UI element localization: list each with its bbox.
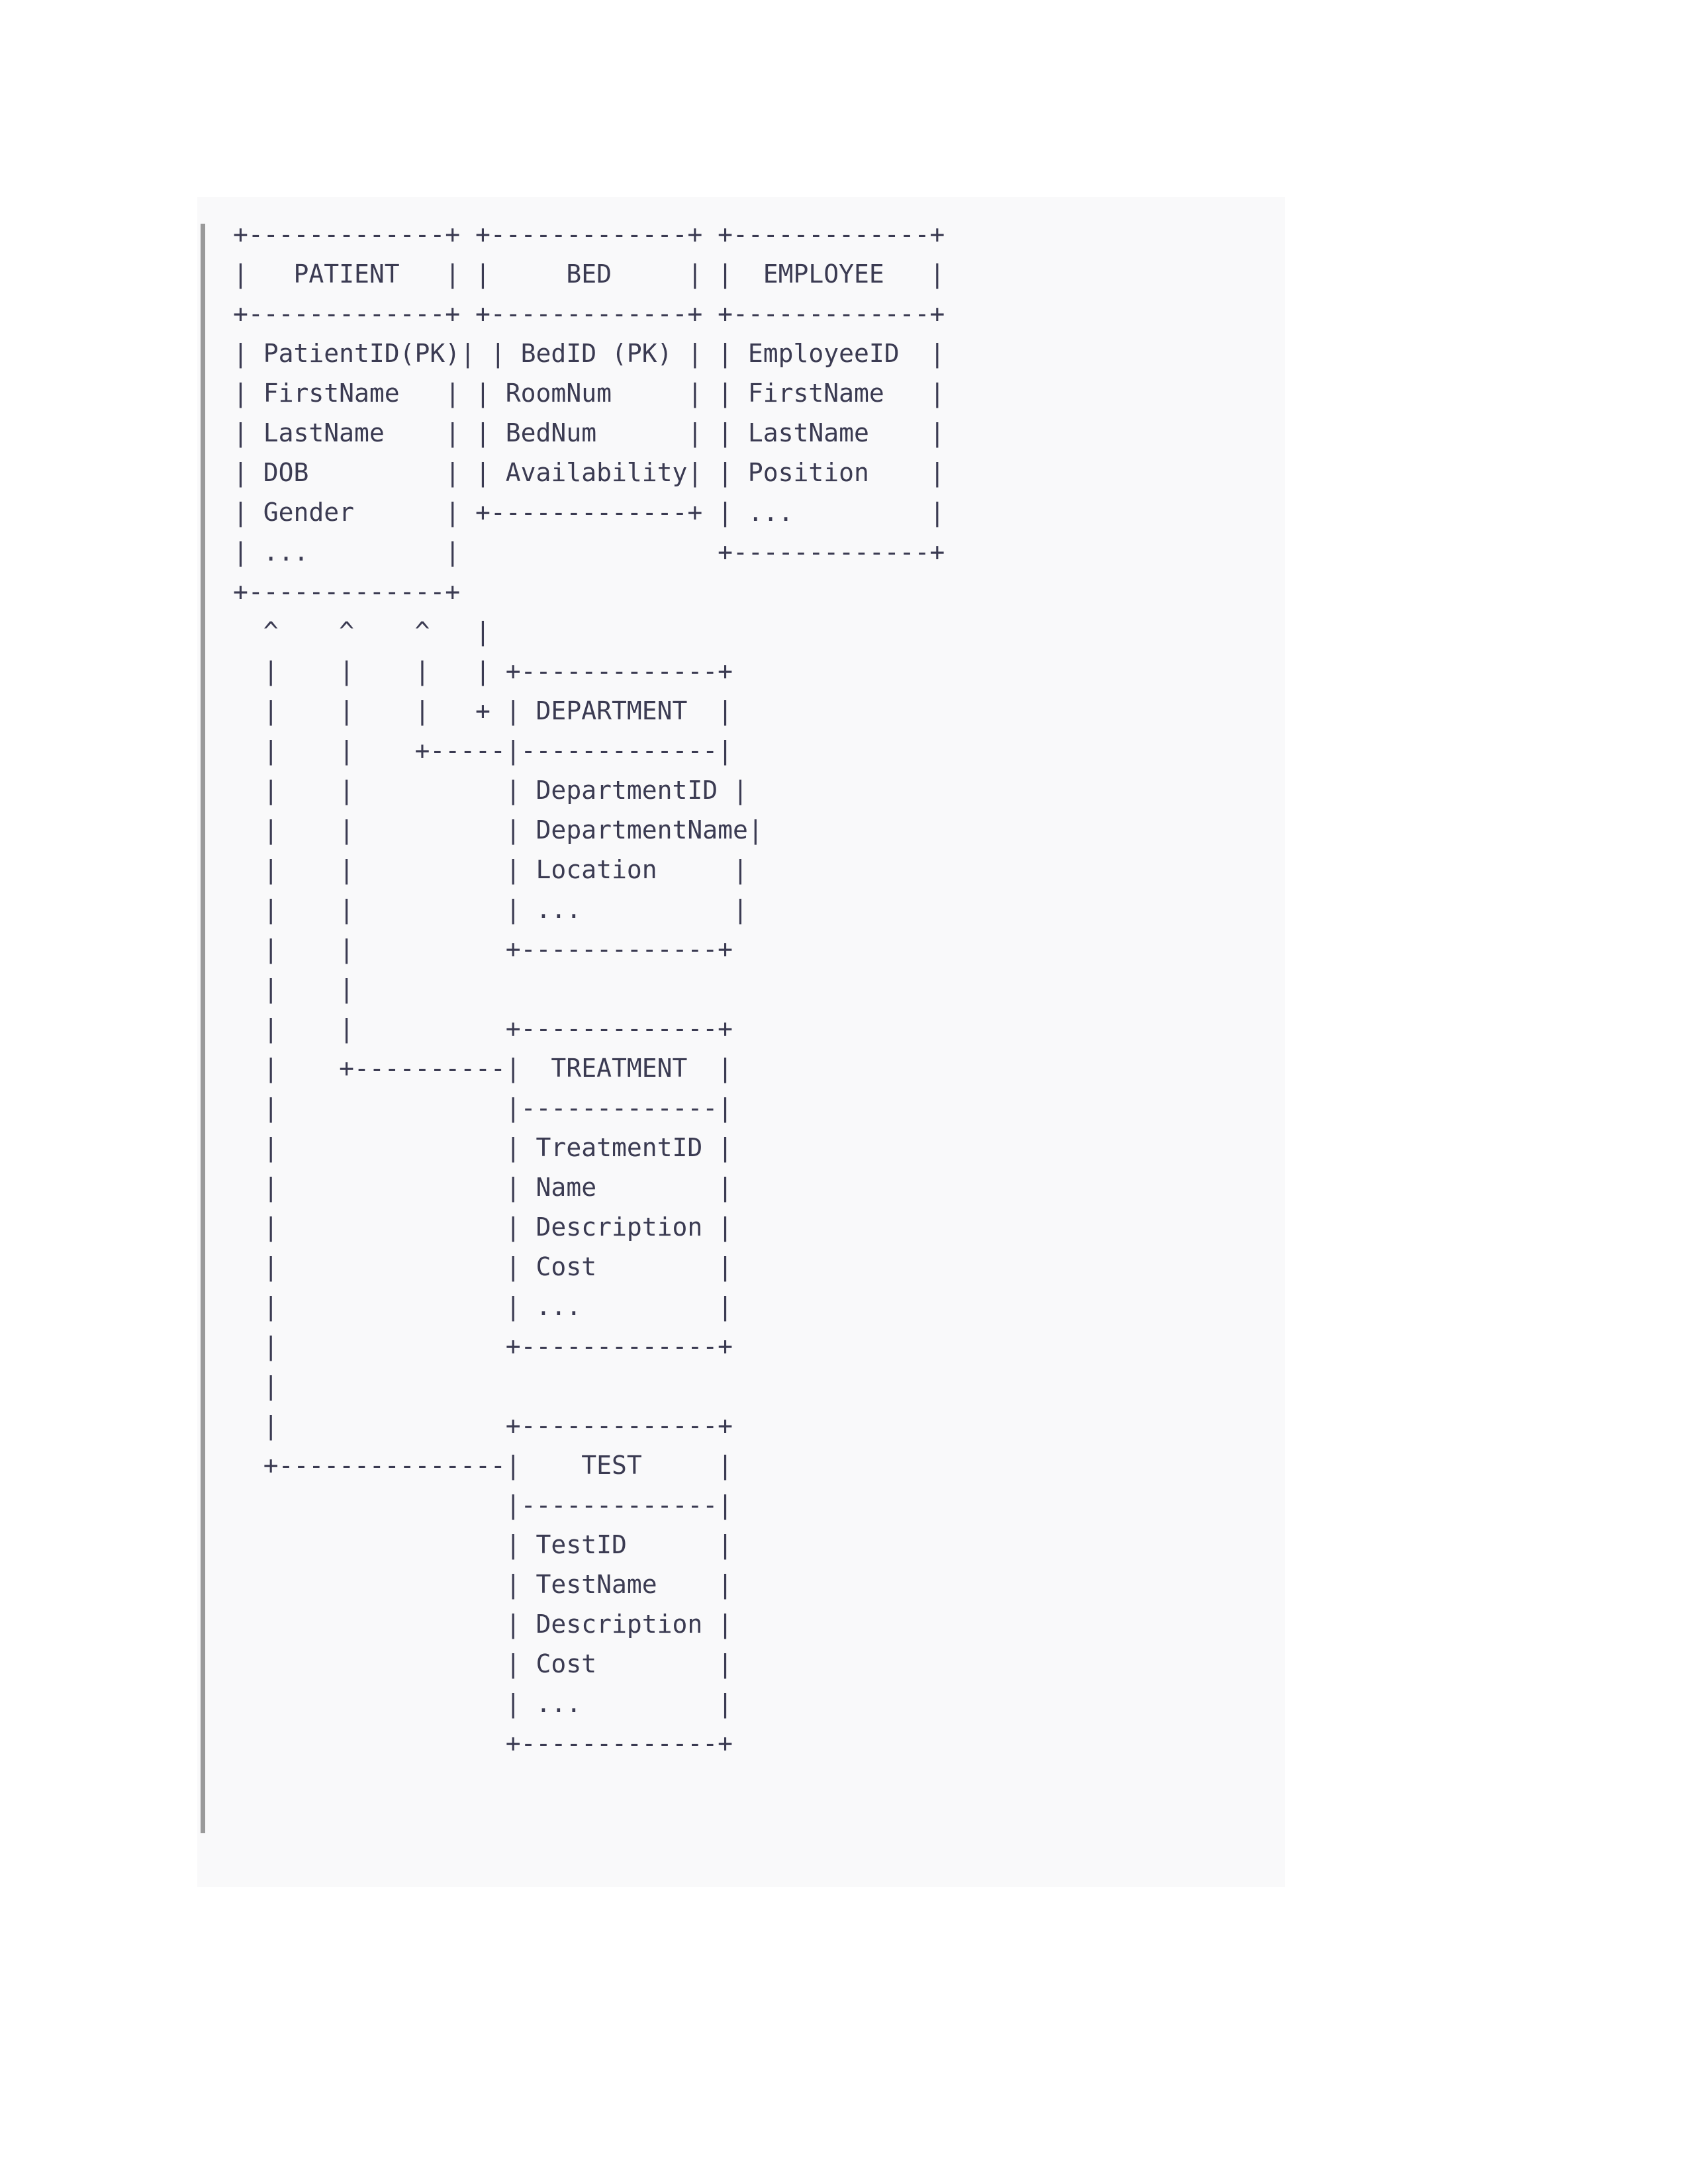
blockquote-bar	[201, 224, 205, 1833]
ascii-er-diagram: +-------------+ +-------------+ +-------…	[233, 220, 945, 1758]
code-block-panel: +-------------+ +-------------+ +-------…	[197, 197, 1285, 1887]
